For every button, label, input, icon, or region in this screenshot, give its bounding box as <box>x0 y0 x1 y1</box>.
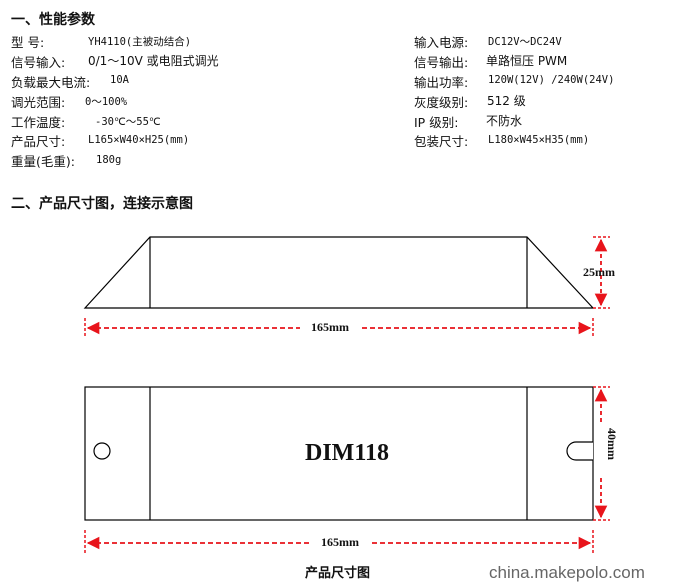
spec-label: 负载最大电流: <box>11 75 91 90</box>
top-view <box>84 386 594 521</box>
spec-label: 包装尺寸: <box>414 134 469 149</box>
spec-value: L165×W40×H25(mm) <box>88 134 190 146</box>
side-view-outline <box>83 236 595 309</box>
spec-label: 灰度级别: <box>414 95 469 110</box>
side-length-label: 165mm <box>311 320 349 334</box>
spec-value: DC12V～DC24V <box>488 36 562 48</box>
model-label: DIM118 <box>305 440 389 466</box>
side-height-dimension <box>593 236 610 309</box>
spec-label: 信号输入: <box>11 55 66 70</box>
spec-value: 0/1～10V 或电阻式调光 <box>88 54 219 68</box>
top-width-label: 40mm <box>605 428 619 460</box>
spec-value: 120W(12V) /240W(24V) <box>488 74 615 86</box>
watermark: china.makepolo.com <box>489 563 645 582</box>
top-length-dimension <box>84 530 594 553</box>
top-width-dimension <box>593 386 610 521</box>
spec-label: 产品尺寸: <box>11 134 66 149</box>
mounting-hole-icon <box>93 442 111 460</box>
section-1-title: 一、性能参数 <box>11 12 95 28</box>
diagram-caption: 产品尺寸图 <box>305 566 371 581</box>
spec-value: 单路恒压 PWM <box>486 54 568 68</box>
spec-label: 信号输出: <box>414 55 469 70</box>
spec-label: 工作温度: <box>11 115 66 130</box>
spec-label: IP 级别: <box>414 115 459 130</box>
spec-value: 180g <box>96 154 122 166</box>
spec-label: 型 号: <box>11 35 45 50</box>
spec-value: 0～100% <box>85 96 128 108</box>
mounting-slot-icon <box>566 441 593 461</box>
side-length-dimension <box>84 318 594 338</box>
spec-value: YH4110(主被动结合) <box>88 36 192 48</box>
spec-value: L180×W45×H35(mm) <box>488 134 590 146</box>
side-height-label: 25mm <box>583 265 615 279</box>
spec-value: 512 级 <box>487 94 526 108</box>
section-2-title: 二、产品尺寸图，连接示意图 <box>11 196 193 212</box>
spec-value: 不防水 <box>486 114 523 128</box>
side-view <box>83 236 595 309</box>
spec-label: 输出功率: <box>414 75 469 90</box>
spec-label: 重量(毛重): <box>11 154 75 169</box>
spec-value: 10A <box>110 74 129 86</box>
spec-value: -30℃～55℃ <box>95 116 161 128</box>
spec-label: 输入电源: <box>414 35 469 50</box>
spec-label: 调光范围: <box>11 95 66 110</box>
top-length-label: 165mm <box>321 535 359 549</box>
